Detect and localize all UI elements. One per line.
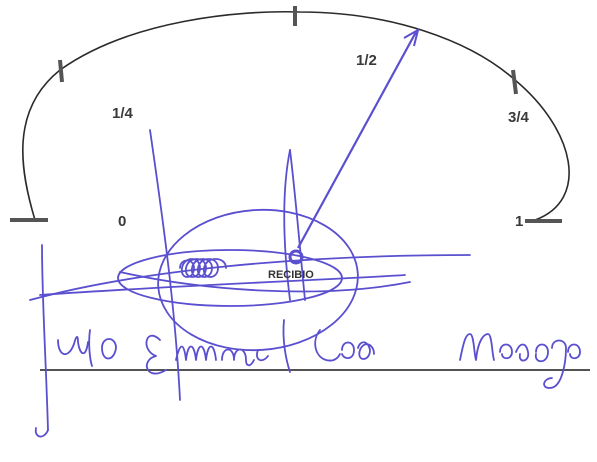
label-zero: 0 <box>118 213 126 230</box>
label-one: 1 <box>515 213 523 230</box>
tick-three-quarter <box>511 69 518 95</box>
label-quarter: 1/4 <box>112 105 134 122</box>
gauge-arc <box>21 10 570 221</box>
gauge-needle <box>297 31 417 249</box>
label-half: 1/2 <box>356 52 377 69</box>
tick-quarter <box>58 59 64 83</box>
handwritten-signature <box>29 129 581 438</box>
label-three-quarter: 3/4 <box>508 109 530 126</box>
needle-arrowhead <box>403 27 420 47</box>
stamp-recibio: RECIBIO <box>268 269 314 281</box>
